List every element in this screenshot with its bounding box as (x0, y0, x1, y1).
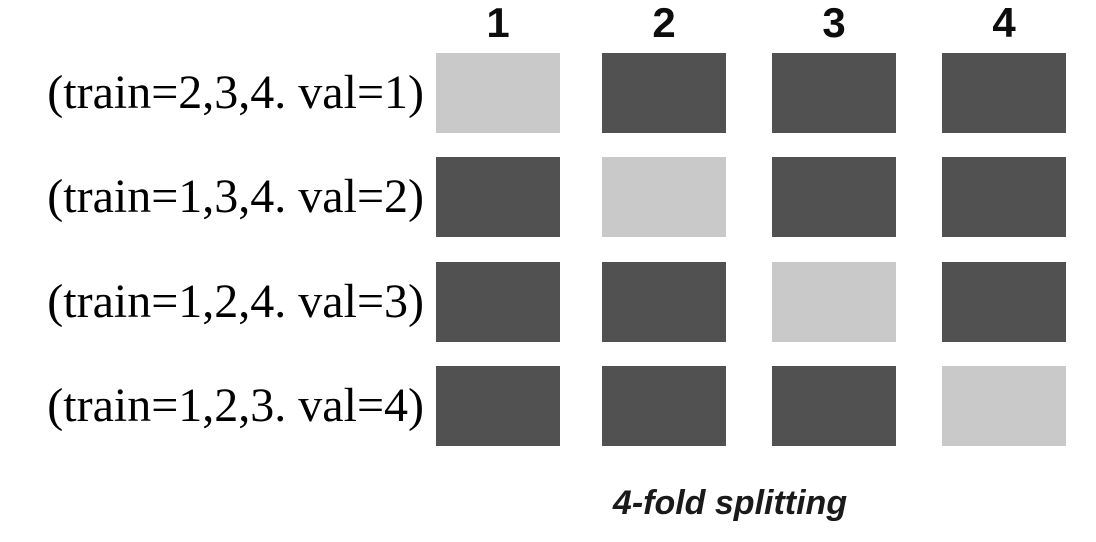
fold-cell-train (942, 53, 1066, 133)
fold-cell-train (436, 366, 560, 446)
fold-cell-val (772, 262, 896, 342)
fold-cell-train (602, 262, 726, 342)
row-label: (train=1,3,4. val=2) (47, 170, 424, 223)
fold-cell-train (602, 366, 726, 446)
fold-column-header: 3 (822, 0, 846, 46)
fold-cell-train (772, 366, 896, 446)
fold-column-header: 4 (992, 0, 1016, 46)
fold-cell-val (436, 53, 560, 133)
row-label: (train=1,2,3. val=4) (47, 379, 424, 432)
fold-column-header: 2 (652, 0, 676, 46)
fold-cell-train (942, 157, 1066, 237)
row-label: (train=1,2,4. val=3) (47, 275, 424, 328)
fold-cell-train (436, 157, 560, 237)
fold-cell-val (942, 366, 1066, 446)
fold-cell-train (436, 262, 560, 342)
row-label: (train=2,3,4. val=1) (47, 66, 424, 119)
fold-cell-train (772, 157, 896, 237)
fold-column-header: 1 (486, 0, 510, 46)
fold-cell-train (772, 53, 896, 133)
caption: 4-fold splitting (612, 484, 848, 522)
fold-cell-train (942, 262, 1066, 342)
fold-cell-train (602, 53, 726, 133)
fold-cell-val (602, 157, 726, 237)
